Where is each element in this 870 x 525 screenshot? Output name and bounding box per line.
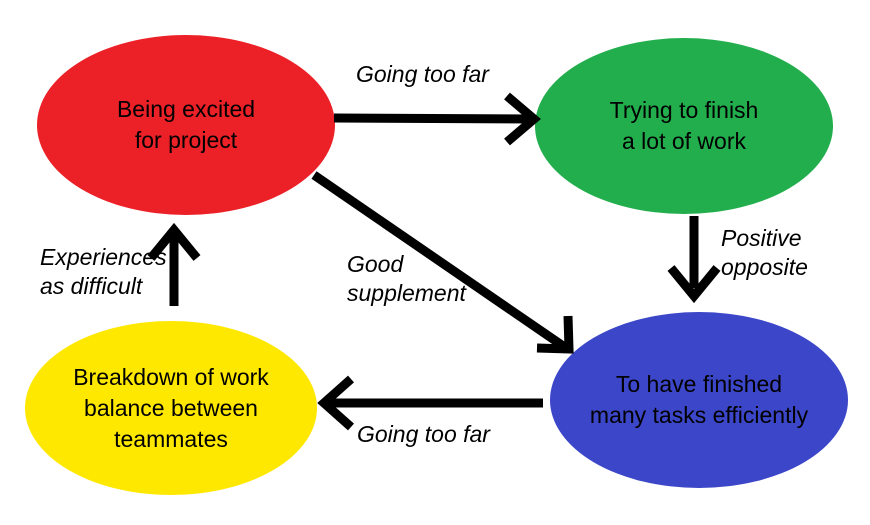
edge-label-finished-to-breakdown: Going too far bbox=[357, 421, 490, 447]
node-ellipse-being-excited-for-project[interactable] bbox=[37, 35, 335, 215]
edge-breakdown-to-excited[interactable] bbox=[147, 222, 201, 306]
arrowhead-icon bbox=[317, 375, 354, 431]
edge-label-excited-to-finished: Good supplement bbox=[347, 251, 466, 306]
edge-line bbox=[333, 113, 534, 124]
arrowhead-icon bbox=[536, 315, 574, 354]
edge-line bbox=[311, 171, 569, 352]
edge-label-breakdown-to-excited: Experiences as difficult bbox=[40, 244, 167, 299]
edge-trying-to-finished[interactable] bbox=[667, 216, 721, 304]
edge-finished-to-breakdown[interactable] bbox=[317, 375, 543, 431]
node-ellipse-breakdown-of-work-balance[interactable] bbox=[25, 321, 317, 495]
node-ellipse-trying-to-finish-a-lot-of-work[interactable] bbox=[535, 38, 833, 214]
arrowhead-icon bbox=[504, 92, 541, 146]
edge-label-trying-to-finished: Positive opposite bbox=[721, 225, 808, 280]
arrowhead-icon bbox=[147, 222, 201, 261]
node-ellipse-to-have-finished-many-tasks[interactable] bbox=[550, 312, 848, 488]
edge-label-excited-to-trying: Going too far bbox=[356, 61, 489, 87]
edge-excited-to-trying[interactable] bbox=[333, 92, 541, 146]
edge-excited-to-finished[interactable] bbox=[311, 171, 574, 354]
arrowhead-icon bbox=[667, 265, 721, 304]
